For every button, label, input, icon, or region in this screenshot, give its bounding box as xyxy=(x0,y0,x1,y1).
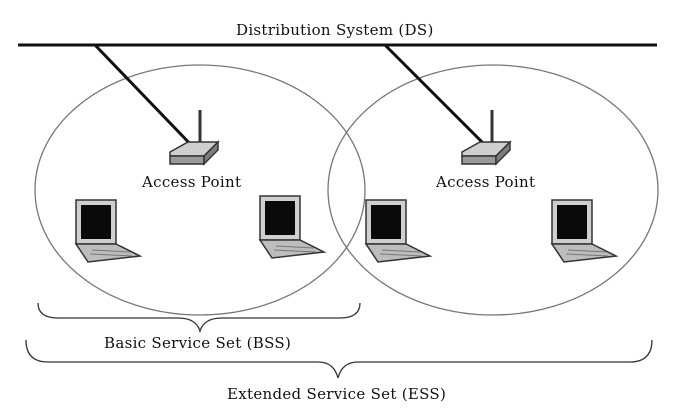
laptop-icon xyxy=(76,200,140,262)
access-point-label: Access Point xyxy=(436,173,535,191)
extended-service-set-label: Extended Service Set (ESS) xyxy=(227,385,446,403)
laptop-icon xyxy=(366,200,430,262)
laptop-icon xyxy=(260,196,324,258)
distribution-system-label: Distribution System (DS) xyxy=(236,21,434,39)
bss-brace xyxy=(38,303,360,331)
access-point-icon xyxy=(462,110,510,164)
access-point-label: Access Point xyxy=(142,173,241,191)
access-point-icon xyxy=(170,110,218,164)
uplink-cable-right xyxy=(385,45,490,150)
uplink-cable-left xyxy=(95,45,196,150)
laptop-icon xyxy=(552,200,616,262)
basic-service-set-label: Basic Service Set (BSS) xyxy=(104,334,291,352)
